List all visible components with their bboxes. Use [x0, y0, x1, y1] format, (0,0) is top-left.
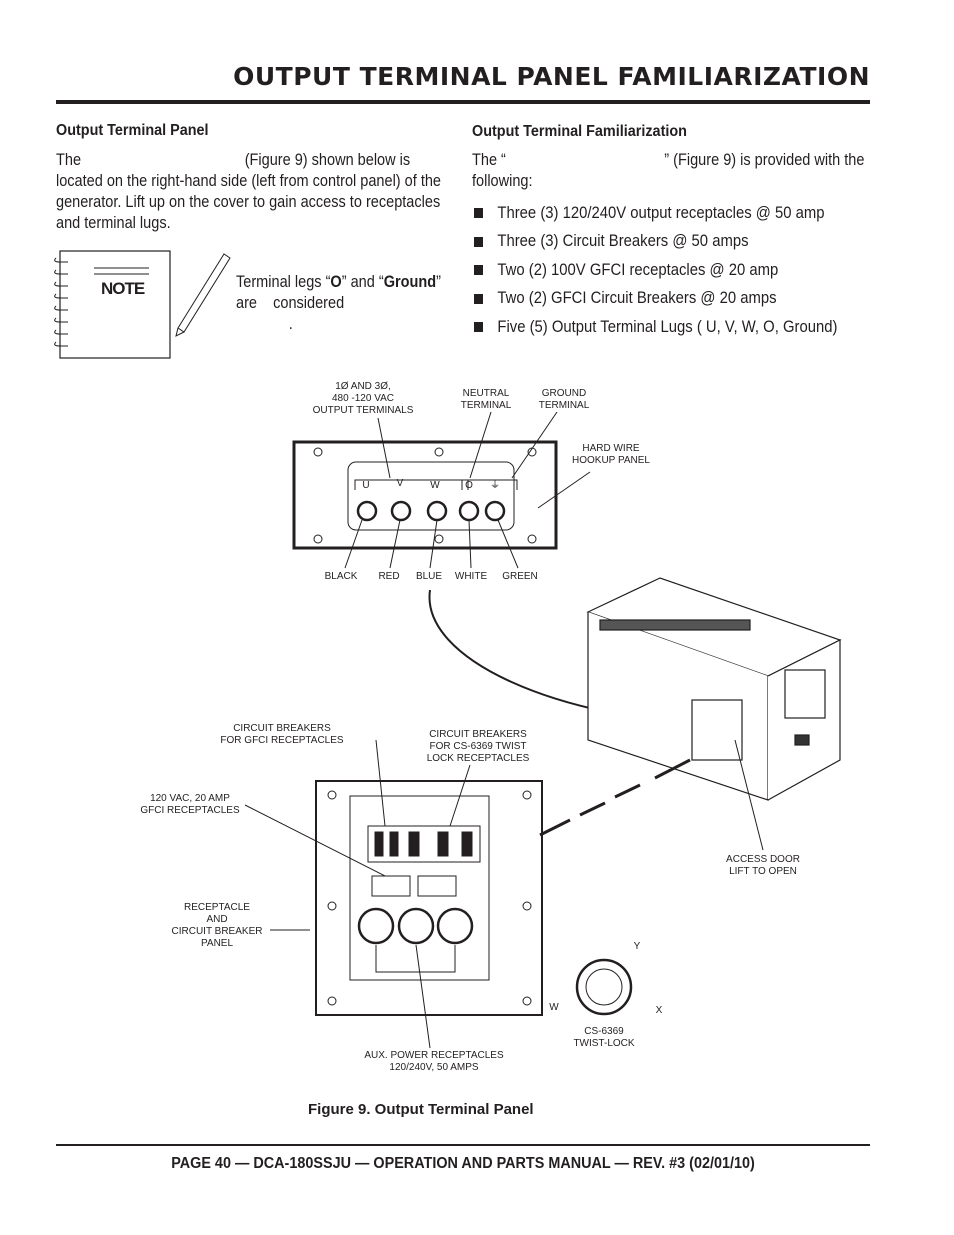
svg-text:RECEPTACLE: RECEPTACLE: [184, 902, 250, 913]
svg-text:120 VAC, 20 AMP: 120 VAC, 20 AMP: [150, 793, 230, 804]
bullet-icon: [474, 265, 483, 276]
bullet-icon: [474, 208, 483, 219]
svg-text:CIRCUIT BREAKERS: CIRCUIT BREAKERS: [429, 729, 527, 740]
svg-text:LIFT TO OPEN: LIFT TO OPEN: [729, 866, 797, 877]
svg-text:RED: RED: [378, 571, 399, 582]
svg-text:OUTPUT TERMINALS: OUTPUT TERMINALS: [313, 405, 414, 416]
note-notebook-icon: [54, 250, 231, 359]
svg-text:BLUE: BLUE: [416, 571, 442, 582]
ground-symbol-icon: ⏚: [490, 479, 500, 491]
svg-text:480 -120 VAC: 480 -120 VAC: [332, 393, 394, 404]
svg-text:TWIST-LOCK: TWIST-LOCK: [573, 1038, 634, 1049]
top-rule: [56, 100, 870, 104]
svg-text:FOR GFCI RECEPTACLES: FOR GFCI RECEPTACLES: [220, 735, 343, 746]
svg-text:ACCESS DOOR: ACCESS DOOR: [726, 854, 800, 865]
svg-text:CIRCUIT BREAKERS: CIRCUIT BREAKERS: [233, 723, 331, 734]
svg-text:V: V: [397, 478, 404, 489]
svg-text:TERMINAL: TERMINAL: [461, 400, 512, 411]
svg-text:GROUND: GROUND: [542, 388, 586, 399]
svg-text:CIRCUIT BREAKER: CIRCUIT BREAKER: [172, 926, 263, 937]
bullet-icon: [474, 236, 483, 247]
bullet-icon: [474, 293, 483, 304]
receptacle-panel: [244, 739, 633, 1049]
svg-text:Y: Y: [634, 941, 641, 952]
list-item: Two (2) 100V GFCI receptacles @ 20 amp: [474, 256, 837, 285]
list-item: Three (3) 120/240V output receptacles @ …: [474, 199, 837, 228]
svg-text:TERMINAL: TERMINAL: [539, 400, 590, 411]
list-item: Three (3) Circuit Breakers @ 50 amps: [474, 228, 837, 257]
right-paragraph: The “” (Figure 9) is provided with the f…: [472, 151, 865, 190]
left-paragraph: The(Figure 9) shown below is located on …: [56, 151, 441, 232]
bottom-rule: [56, 1144, 870, 1146]
generator-illustration: [586, 577, 842, 801]
svg-text:W: W: [430, 480, 440, 491]
page-title: OUTPUT TERMINAL PANEL FAMILIARIZATION: [233, 62, 870, 91]
feature-list: Three (3) 120/240V output receptacles @ …: [474, 199, 878, 342]
svg-text:HARD WIRE: HARD WIRE: [582, 443, 640, 454]
right-heading: Output Terminal Familiarization: [472, 123, 687, 140]
page-footer: PAGE 40 — DCA-180SSJU — OPERATION AND PA…: [171, 1155, 755, 1172]
svg-text:PANEL: PANEL: [201, 938, 233, 949]
svg-text:CS-6369: CS-6369: [584, 1026, 624, 1037]
figure-caption: Figure 9. Output Terminal Panel: [308, 1101, 534, 1118]
left-heading: Output Terminal Panel: [56, 122, 209, 139]
svg-text:BLACK: BLACK: [325, 571, 358, 582]
svg-text:GFCI RECEPTACLES: GFCI RECEPTACLES: [140, 805, 240, 816]
list-item: Five (5) Output Terminal Lugs ( U, V, W,…: [474, 313, 837, 342]
svg-text:U: U: [362, 480, 369, 491]
svg-text:HOOKUP PANEL: HOOKUP PANEL: [572, 455, 650, 466]
bullet-icon: [474, 322, 483, 333]
svg-text:1Ø AND 3Ø,: 1Ø AND 3Ø,: [335, 381, 391, 392]
svg-text:LOCK RECEPTACLES: LOCK RECEPTACLES: [427, 753, 530, 764]
direction-arrows: [539, 758, 691, 837]
svg-text:O: O: [465, 480, 473, 491]
svg-text:FOR CS-6369 TWIST: FOR CS-6369 TWIST: [429, 741, 526, 752]
svg-text:NEUTRAL: NEUTRAL: [463, 388, 510, 399]
svg-text:X: X: [656, 1005, 663, 1016]
svg-text:W: W: [549, 1002, 559, 1013]
svg-text:GREEN: GREEN: [502, 571, 538, 582]
note-label: NOTE: [101, 279, 145, 298]
svg-text:120/240V, 50 AMPS: 120/240V, 50 AMPS: [389, 1062, 478, 1073]
svg-text:WHITE: WHITE: [455, 571, 488, 582]
svg-text:AND: AND: [206, 914, 227, 925]
note-text: Terminal legs “O” and “Ground” are consi…: [236, 273, 441, 333]
list-item: Two (2) GFCI Circuit Breakers @ 20 amps: [474, 285, 837, 314]
svg-text:AUX. POWER RECEPTACLES: AUX. POWER RECEPTACLES: [364, 1050, 504, 1061]
